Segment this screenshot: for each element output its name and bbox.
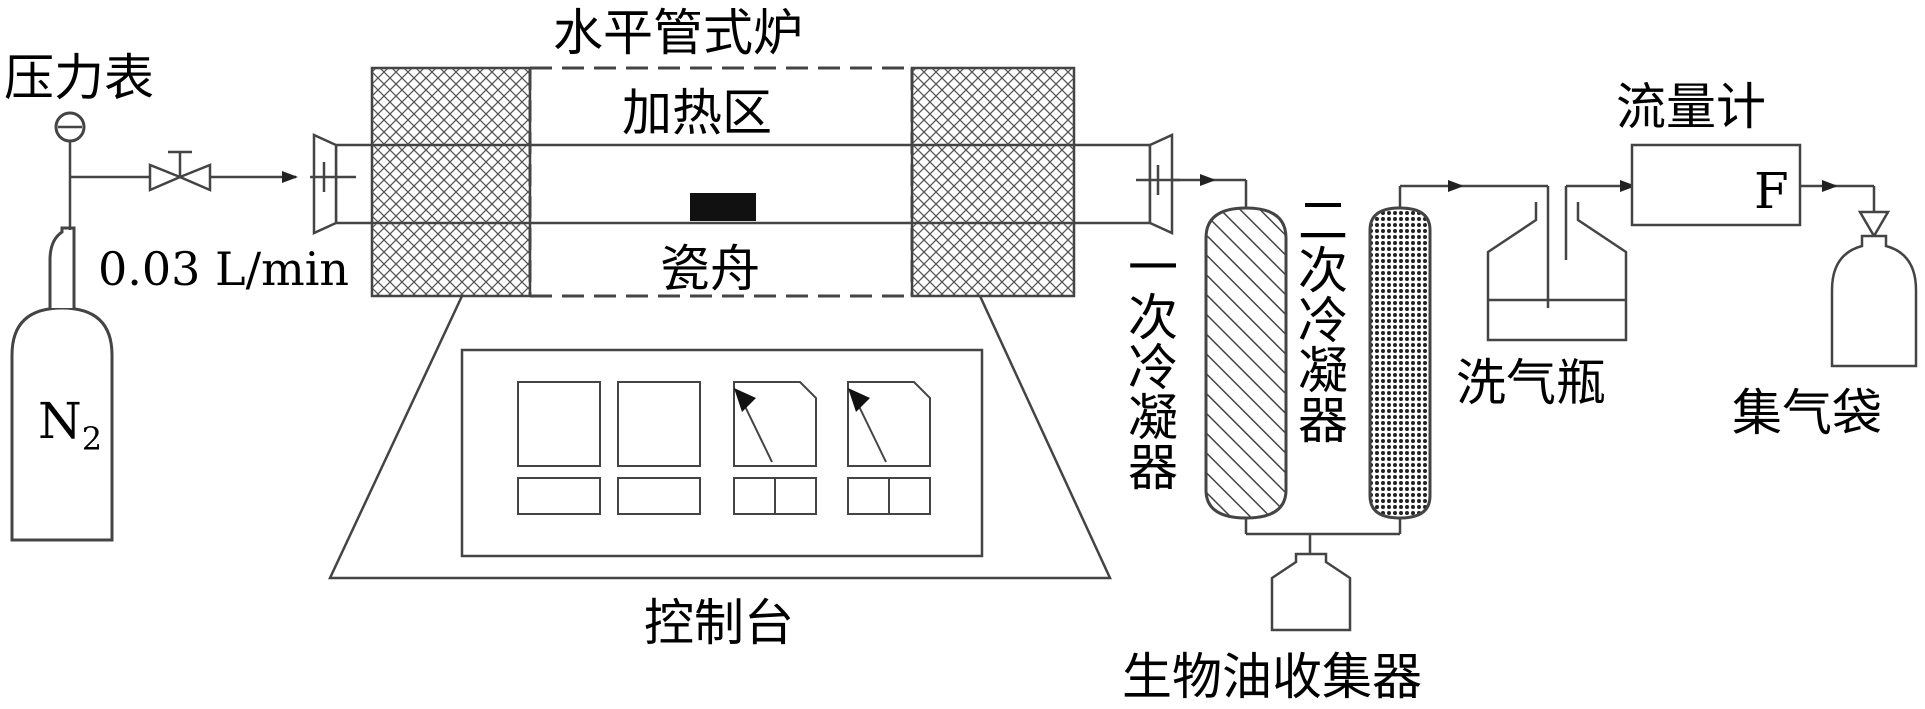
pressure-gauge xyxy=(54,111,86,230)
svg-text:一: 一 xyxy=(1128,239,1178,297)
svg-text:冷: 冷 xyxy=(1128,339,1178,397)
gas-bag-label: 集气袋 xyxy=(1732,384,1882,442)
svg-text:次: 次 xyxy=(1298,242,1348,300)
gas-washing-bottle-label: 洗气瓶 xyxy=(1456,354,1606,412)
porcelain-boat-label: 瓷舟 xyxy=(660,240,760,298)
svg-text:冷: 冷 xyxy=(1298,292,1348,350)
heating-zone-label: 加热区 xyxy=(622,84,772,142)
display-1 xyxy=(517,381,601,467)
svg-text:凝: 凝 xyxy=(1298,342,1348,400)
tube-furnace-label: 水平管式炉 xyxy=(553,4,803,62)
gas-washing-bottle xyxy=(1486,184,1628,342)
n2-cylinder: N2 xyxy=(10,226,114,542)
svg-text:凝: 凝 xyxy=(1128,389,1178,447)
secondary-condenser-label: 二 次 冷 凝 器 xyxy=(1298,192,1348,450)
secondary-condenser xyxy=(1368,206,1432,520)
svg-text:器: 器 xyxy=(1298,392,1348,450)
bio-oil-collector xyxy=(1244,518,1402,632)
control-panel xyxy=(328,295,1112,580)
gas-collection-bag xyxy=(1830,210,1918,368)
flowmeter: F xyxy=(1604,143,1802,227)
meter-2 xyxy=(847,381,931,467)
flowmeter-to-bag-line xyxy=(1800,180,1876,212)
bio-oil-collector-label: 生物油收集器 xyxy=(1122,648,1422,706)
svg-text:二: 二 xyxy=(1298,192,1348,250)
pressure-gauge-label: 压力表 xyxy=(4,49,154,107)
tube-furnace xyxy=(310,66,1180,298)
display-2 xyxy=(617,381,701,467)
meter-1 xyxy=(733,381,817,467)
svg-text:次: 次 xyxy=(1128,289,1178,347)
svg-text:器: 器 xyxy=(1128,439,1178,497)
flowmeter-symbol: F xyxy=(1754,162,1789,220)
primary-condenser xyxy=(1204,206,1288,520)
n2-label: N2 xyxy=(38,392,102,458)
inlet-line xyxy=(70,150,298,192)
primary-condenser-label: 一 次 冷 凝 器 xyxy=(1128,239,1178,497)
flow-rate-label: 0.03 L/min xyxy=(98,242,349,296)
porcelain-boat xyxy=(690,193,756,221)
condenser-to-wash-line xyxy=(1398,180,1550,308)
flowmeter-label: 流量计 xyxy=(1616,78,1766,136)
control-panel-label: 控制台 xyxy=(644,594,794,652)
